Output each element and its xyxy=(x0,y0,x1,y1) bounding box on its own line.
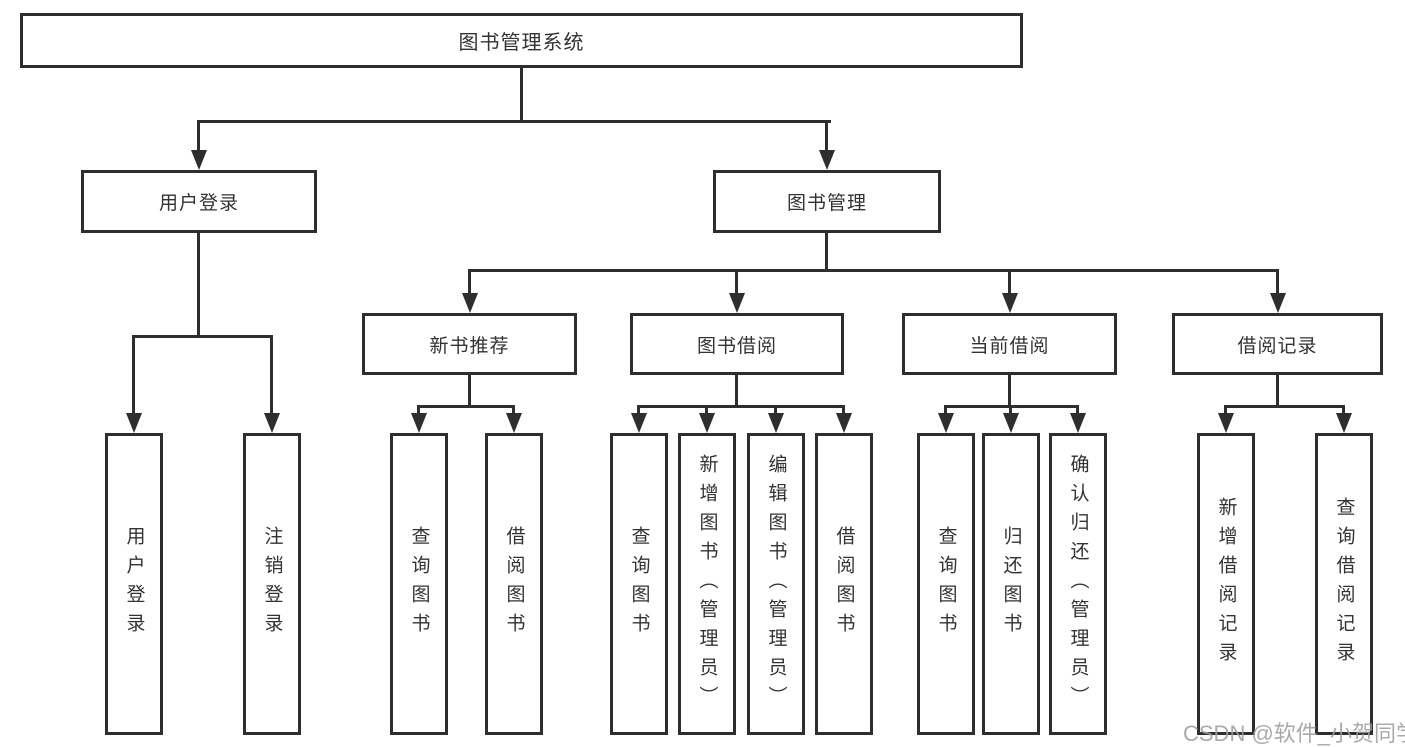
node-library-management-system: 图书管理系统 xyxy=(20,13,1023,68)
node-current-borrowing: 当前借阅 xyxy=(902,313,1117,375)
leaf-label: 新增图书（管理员） xyxy=(696,453,718,715)
arrow-down xyxy=(506,413,522,433)
leaf-label: 查询图书 xyxy=(935,526,957,642)
connector-hline xyxy=(417,405,515,408)
leaf-return-books: 归还图书 xyxy=(982,433,1040,735)
node-book-borrowing: 图书借阅 xyxy=(630,313,844,375)
arrow-down xyxy=(126,413,142,433)
leaf-label: 借阅图书 xyxy=(503,526,525,642)
leaf-borrow-books-recommend: 借阅图书 xyxy=(485,433,543,735)
leaf-label: 查询借阅记录 xyxy=(1333,497,1355,671)
connector-stem xyxy=(825,120,828,152)
connector-stem xyxy=(1276,269,1279,293)
node-new-book-recommend: 新书推荐 xyxy=(362,313,577,375)
leaf-label: 用户登录 xyxy=(123,526,145,642)
arrow-down xyxy=(462,293,478,313)
connector-stem xyxy=(1008,375,1011,405)
node-label: 借阅记录 xyxy=(1237,335,1318,357)
arrow-down xyxy=(1218,413,1234,433)
arrow-down xyxy=(411,413,427,433)
connector-stem xyxy=(1224,405,1227,415)
leaf-label: 注销登录 xyxy=(261,526,283,642)
arrow-down xyxy=(768,413,784,433)
arrow-down xyxy=(191,150,207,170)
leaf-query-books-recommend: 查询图书 xyxy=(390,433,448,735)
connector-stem xyxy=(417,405,420,415)
connector-stem xyxy=(270,335,273,415)
arrow-down xyxy=(1270,293,1286,313)
connector-hline xyxy=(637,405,845,408)
arrow-down xyxy=(1002,293,1018,313)
arrow-down xyxy=(631,413,647,433)
connector-hline xyxy=(132,335,273,338)
leaf-label: 查询图书 xyxy=(628,526,650,642)
connector-stem xyxy=(1276,375,1279,405)
node-user-login: 用户登录 xyxy=(81,170,317,233)
connector-stem xyxy=(1009,405,1012,415)
node-label: 当前借阅 xyxy=(969,335,1050,357)
leaf-label: 确认归还（管理员） xyxy=(1067,453,1089,715)
connector-stem xyxy=(705,405,708,415)
connector-stem xyxy=(512,405,515,415)
leaf-label: 归还图书 xyxy=(1000,526,1022,642)
connector-hline xyxy=(1224,405,1345,408)
node-book-management: 图书管理 xyxy=(713,170,941,233)
leaf-borrow-books-borrowing: 借阅图书 xyxy=(815,433,873,735)
arrow-down xyxy=(1003,413,1019,433)
connector-stem xyxy=(774,405,777,415)
leaf-user-login: 用户登录 xyxy=(105,433,163,735)
connector-stem xyxy=(197,232,200,335)
node-label: 新书推荐 xyxy=(429,335,510,357)
leaf-label: 编辑图书（管理员） xyxy=(765,453,787,715)
leaf-add-borrow-record: 新增借阅记录 xyxy=(1197,433,1255,735)
leaf-query-books-current: 查询图书 xyxy=(917,433,975,735)
arrow-down xyxy=(1070,413,1086,433)
arrow-down xyxy=(729,293,745,313)
arrow-down xyxy=(819,150,835,170)
arrow-down xyxy=(264,413,280,433)
node-label: 图书管理系统 xyxy=(458,32,585,54)
node-label: 图书借阅 xyxy=(696,335,777,357)
connector-stem xyxy=(735,269,738,293)
leaf-confirm-return-admin: 确认归还（管理员） xyxy=(1049,433,1107,735)
connector-stem xyxy=(197,120,200,152)
leaf-label: 借阅图书 xyxy=(833,526,855,642)
connector-stem xyxy=(944,405,947,415)
connector-stem xyxy=(637,405,640,415)
arrow-down xyxy=(836,413,852,433)
node-label: 图书管理 xyxy=(786,193,867,214)
leaf-label: 查询图书 xyxy=(408,526,430,642)
connector-stem xyxy=(468,375,471,405)
leaf-logout-login: 注销登录 xyxy=(243,433,301,735)
connector-stem xyxy=(825,232,828,269)
connector-stem xyxy=(132,335,135,415)
connector-stem xyxy=(1342,405,1345,415)
connector-hline xyxy=(197,120,831,123)
watermark: CSDN @软件_小贺同学 xyxy=(1183,721,1405,746)
connector-stem xyxy=(842,405,845,415)
leaf-add-books-admin: 新增图书（管理员） xyxy=(678,433,736,735)
connector-stem xyxy=(735,375,738,405)
connector-stem xyxy=(1008,269,1011,293)
leaf-query-books-borrowing: 查询图书 xyxy=(610,433,668,735)
leaf-query-borrow-record: 查询借阅记录 xyxy=(1315,433,1373,735)
connector-stem xyxy=(468,269,471,293)
leaf-edit-books-admin: 编辑图书（管理员） xyxy=(747,433,805,735)
node-borrowing-records: 借阅记录 xyxy=(1172,313,1383,375)
connector-stem xyxy=(1076,405,1079,415)
connector-stem xyxy=(520,67,523,120)
arrow-down xyxy=(1336,413,1352,433)
arrow-down xyxy=(938,413,954,433)
node-label: 用户登录 xyxy=(158,193,239,214)
connector-hline xyxy=(468,269,1279,272)
leaf-label: 新增借阅记录 xyxy=(1215,497,1237,671)
arrow-down xyxy=(699,413,715,433)
